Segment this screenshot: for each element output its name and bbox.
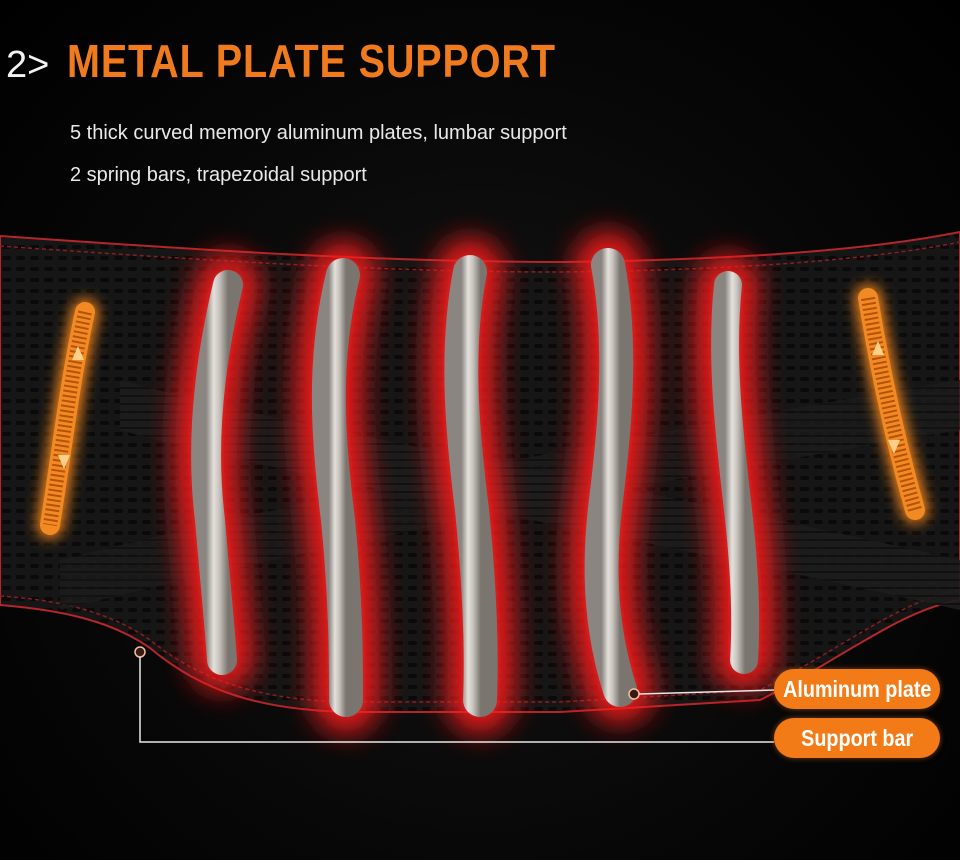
section-title: METAL PLATE SUPPORT <box>67 35 557 87</box>
section-heading: 2> METAL PLATE SUPPORT <box>6 34 636 88</box>
aluminum-plate-3 <box>444 255 498 717</box>
spring-bar-left <box>37 299 98 538</box>
feature-springs: 2 spring bars, trapezoidal support <box>70 164 367 186</box>
aluminum-plates <box>191 248 760 717</box>
aluminum-plate-5 <box>711 271 760 674</box>
aluminum-plate-label: Aluminum plate <box>782 675 932 702</box>
feature-plates: 5 thick curved memory aluminum plates, l… <box>70 122 567 144</box>
aluminum-plate-4 <box>584 248 637 707</box>
aluminum-plate-1 <box>191 270 243 675</box>
aluminum-plate-2 <box>311 258 363 717</box>
support-bar-label: Support bar <box>800 724 914 751</box>
spring-bar-right <box>855 285 928 523</box>
support-bar-callout: Support bar <box>774 718 940 758</box>
section-number: 2> <box>6 44 50 86</box>
callout-lines <box>134 646 775 743</box>
aluminum-plate-callout: Aluminum plate <box>774 669 940 709</box>
